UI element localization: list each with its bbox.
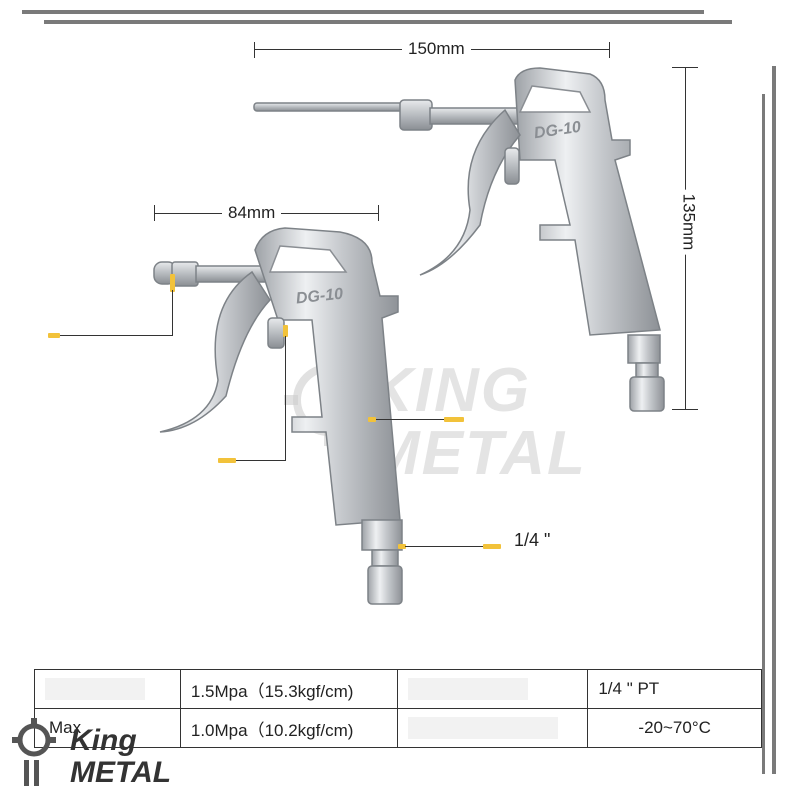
specs-table: 1.5Mpa（15.3kgf/cm) 1/4 " PT Max 1.0Mpa（1… — [34, 669, 762, 748]
watermark-line2: METAL — [368, 419, 587, 488]
spec-value-cell: 1.5Mpa（15.3kgf/cm) — [179, 669, 399, 709]
dim-84-label: 84mm — [222, 203, 282, 223]
spec-value2-cell: -20~70°C — [587, 708, 762, 748]
callout-pin-h — [234, 460, 286, 461]
dim-135-label: 135mm — [678, 189, 699, 255]
marker-pin-end — [218, 458, 236, 463]
logo-line1: King — [70, 724, 137, 757]
spec-label2-cell — [397, 708, 589, 748]
redacted-label — [408, 678, 529, 700]
dim-150-tick-right — [609, 42, 610, 58]
marker-nozzle-end — [48, 333, 60, 338]
callout-nozzle-v — [172, 290, 173, 336]
callout-body-h — [376, 419, 446, 420]
dim-135-tick-top — [672, 67, 698, 68]
callout-pin-v — [285, 336, 286, 461]
specs-row: 1.5Mpa（15.3kgf/cm) 1/4 " PT — [34, 669, 762, 709]
marker-pin — [283, 325, 288, 337]
large-gun — [253, 67, 665, 412]
spec-label-cell: Max — [34, 708, 181, 748]
watermark-line1: KING — [368, 356, 531, 425]
dim-135-tick-bottom — [672, 409, 698, 410]
marker-thread — [398, 544, 406, 549]
logo-gear-icon — [12, 718, 56, 786]
right-border-line-2 — [762, 94, 765, 774]
redacted-label — [408, 717, 559, 739]
marker-thread-end — [483, 544, 501, 549]
callout-nozzle-h — [58, 335, 173, 336]
spec-value2-cell: 1/4 " PT — [587, 669, 762, 709]
marker-nozzle — [170, 274, 175, 292]
top-border-line — [22, 10, 704, 14]
dim-84-tick-left — [154, 205, 155, 221]
top-border-line-2 — [44, 20, 732, 24]
small-gun — [153, 227, 403, 605]
callout-thread-h — [405, 546, 483, 547]
spec-label-cell — [34, 669, 181, 709]
dim-150-label: 150mm — [402, 39, 471, 59]
specs-row: Max 1.0Mpa（10.2kgf/cm) -20~70°C — [34, 708, 762, 748]
redacted-label — [45, 678, 145, 700]
marker-body — [368, 417, 376, 422]
spec-label2-cell — [397, 669, 589, 709]
spec-value-cell: 1.0Mpa（10.2kgf/cm) — [179, 708, 399, 748]
marker-body-end — [444, 417, 464, 422]
right-border-line — [772, 66, 776, 774]
logo-line2: METAL — [70, 756, 172, 789]
dim-84-tick-right — [378, 205, 379, 221]
air-blow-gun-illustration — [153, 67, 665, 605]
thread-label: 1/4 " — [514, 530, 551, 550]
dim-150-tick-left — [254, 42, 255, 58]
